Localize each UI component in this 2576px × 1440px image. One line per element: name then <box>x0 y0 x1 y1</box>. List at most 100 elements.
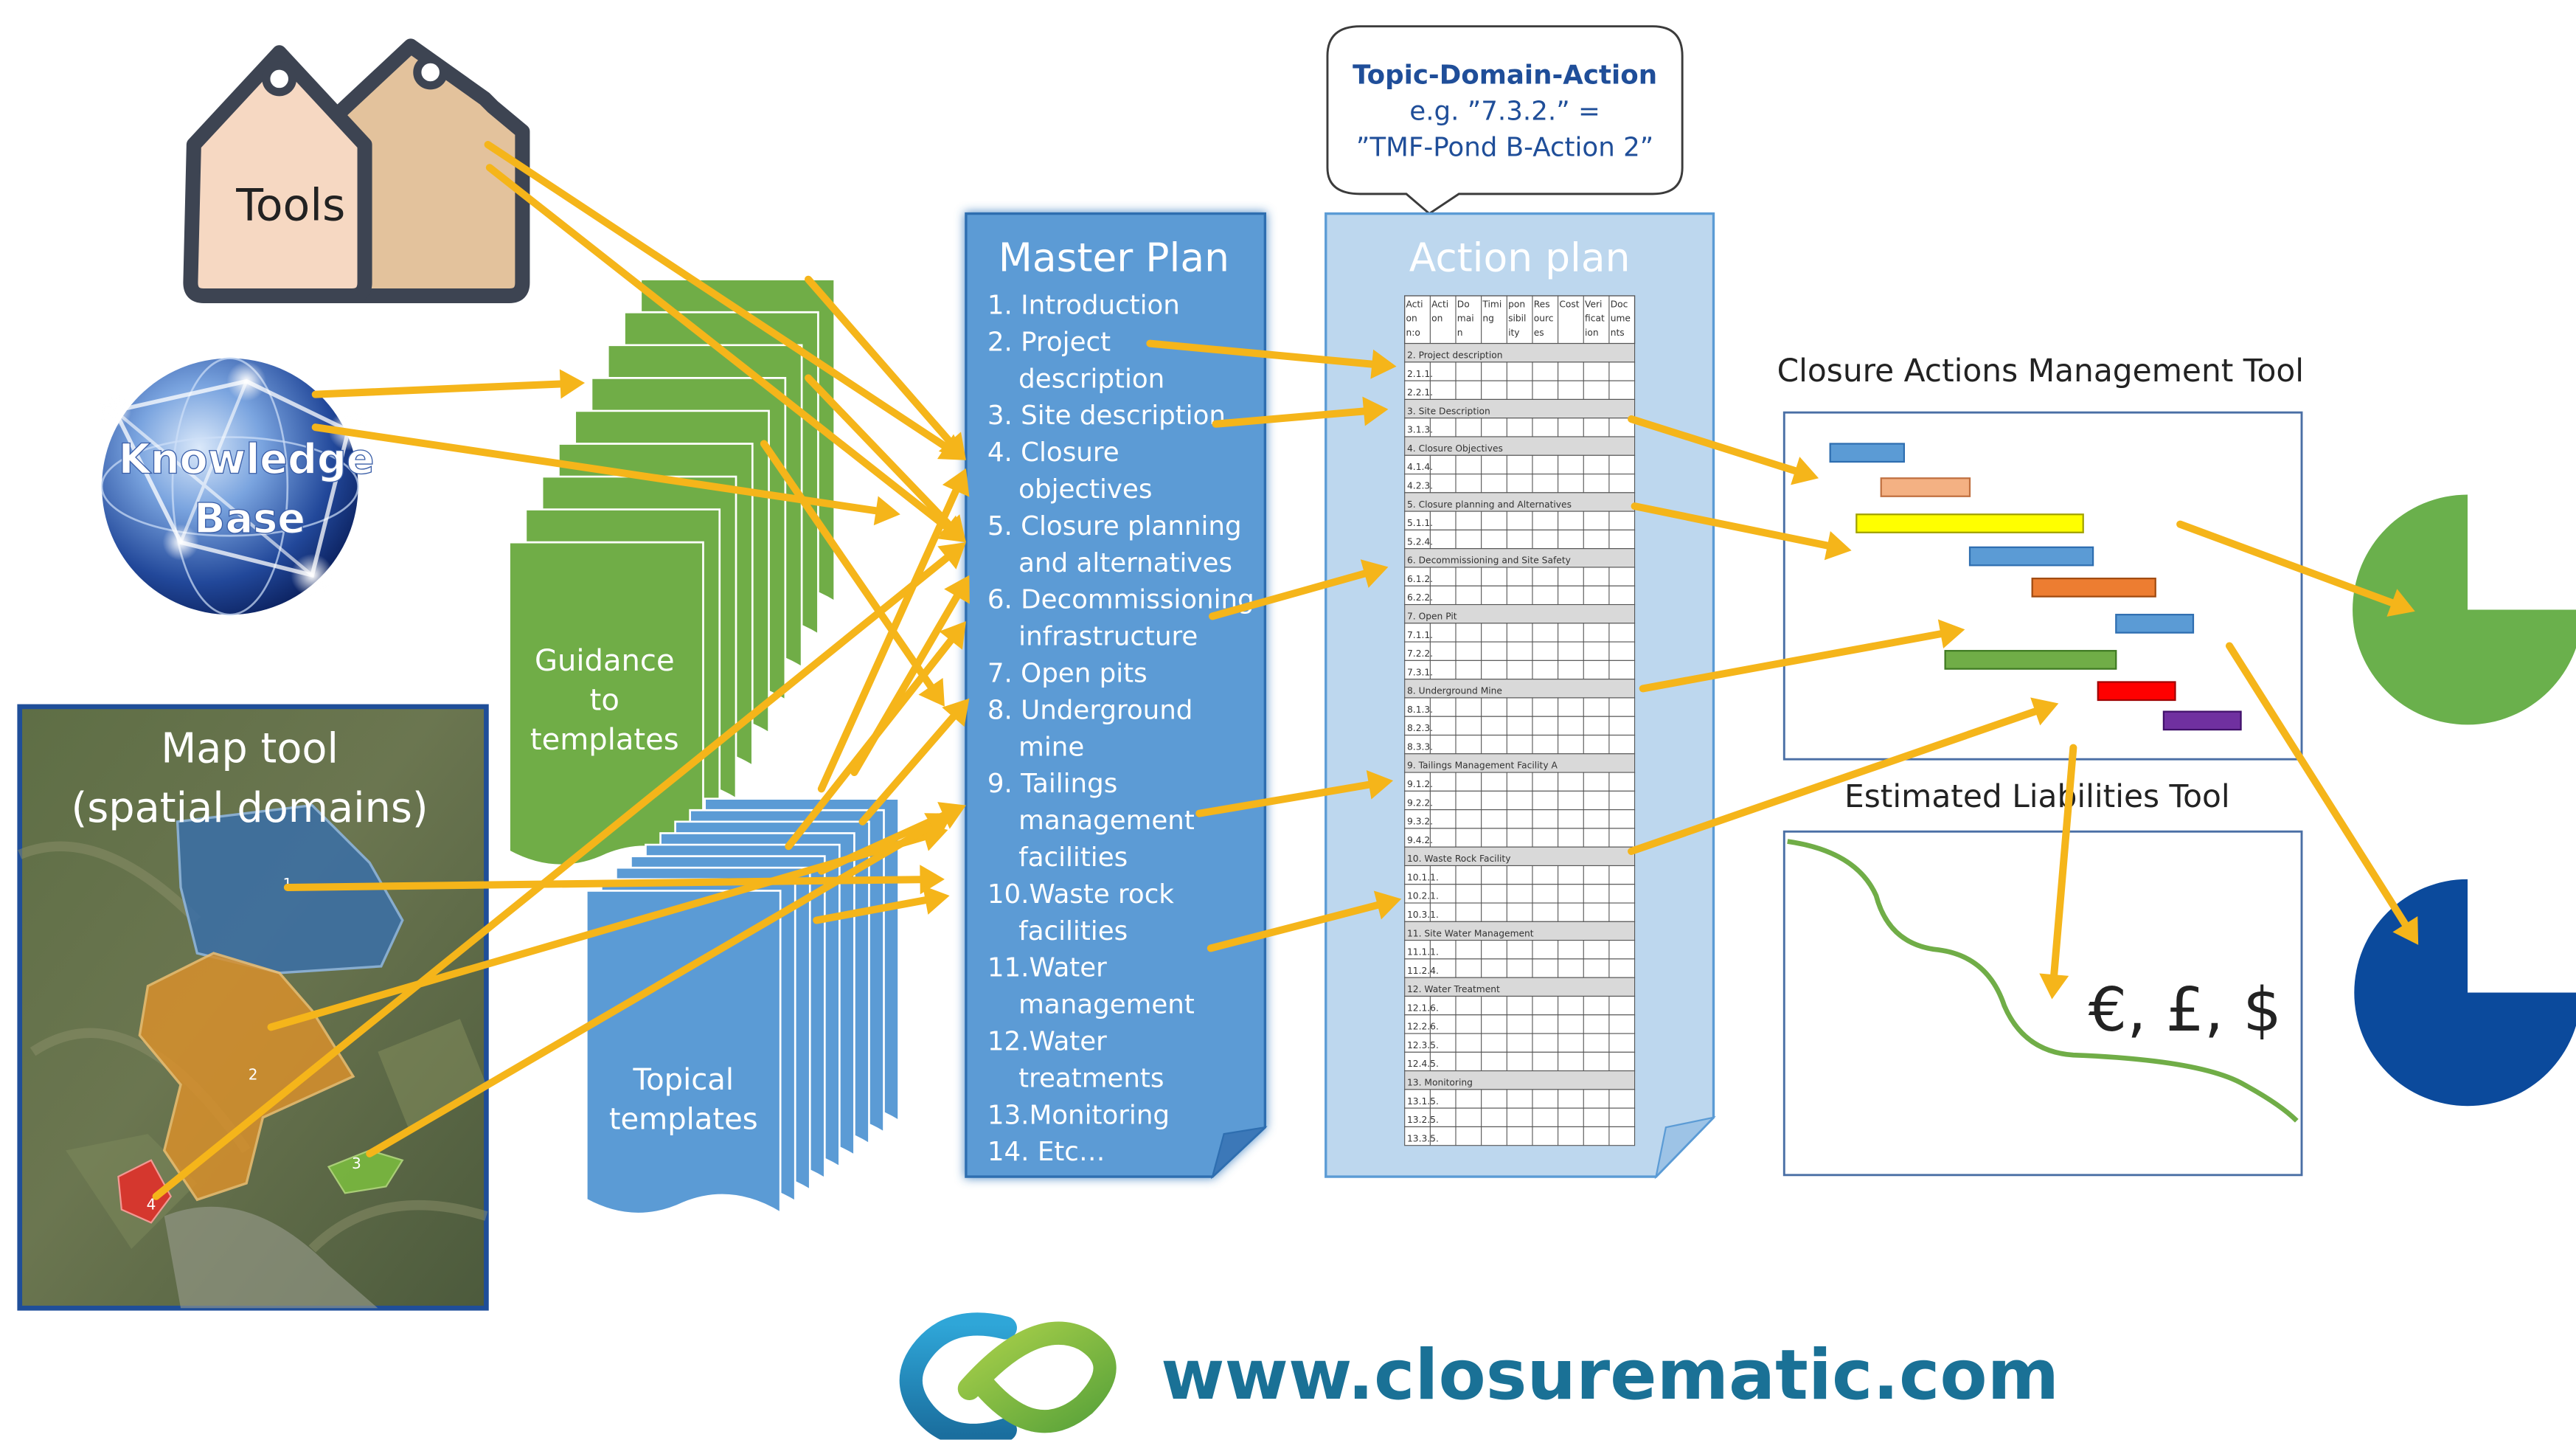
action-table-section-row <box>1404 398 1636 419</box>
flow-arrow <box>1628 697 2059 855</box>
flow-arrow <box>1207 890 1402 952</box>
action-table-header-cell: on <box>1431 314 1443 324</box>
map-domain-4 <box>117 1159 173 1224</box>
action-table-row <box>1404 361 1636 381</box>
action-table-row <box>1404 529 1636 550</box>
action-table-cell: 7.2.2. <box>1407 648 1433 659</box>
website-url[interactable]: www.closurematic.com <box>1161 1335 2059 1416</box>
guidance-label-line3: templates <box>530 723 679 757</box>
action-table-header-cell: Acti <box>1431 300 1448 310</box>
flow-arrow <box>1195 769 1394 817</box>
master-plan-item: objectives <box>1018 474 1152 505</box>
action-table-row <box>1404 734 1636 755</box>
guidance-templates-stack: Guidance to templates <box>508 278 836 867</box>
action-table-row <box>1404 1014 1636 1034</box>
action-table-row <box>1404 865 1636 885</box>
flow-arrow <box>785 621 966 851</box>
master-plan-item: 3. Site description <box>987 401 1226 431</box>
flow-arrow <box>2225 642 2419 945</box>
action-table-cell: 10.1.1. <box>1407 872 1439 882</box>
map-domain-3 <box>327 1149 404 1194</box>
action-table-header-cell: nts <box>1611 328 1625 338</box>
action-table-cell: 12.4.5. <box>1407 1059 1439 1069</box>
action-table-row <box>1404 567 1636 586</box>
map-domain-2 <box>138 952 355 1202</box>
action-table-header-cell: on <box>1406 314 1417 324</box>
action-table-header-cell: Do <box>1457 300 1470 310</box>
action-table-cell: 4.1.4. <box>1407 462 1433 472</box>
map-tool-panel: 1 2 3 4 Map tool (spatial domains) <box>17 704 489 1311</box>
action-table-section-row <box>1404 1070 1636 1090</box>
action-table-row <box>1404 585 1636 606</box>
topical-label-line1: Topical <box>632 1063 734 1097</box>
action-table-header-cell: Acti <box>1406 300 1423 310</box>
knowledge-base-label-line2: Base <box>194 495 305 543</box>
action-table-header-cell: n:o <box>1406 328 1420 338</box>
master-plan-item: management <box>1018 806 1195 836</box>
action-table-header-cell: ion <box>1585 328 1599 338</box>
flow-arrow <box>858 698 970 825</box>
action-table-cell: 5.1.1. <box>1407 518 1433 528</box>
flow-arrow <box>813 885 950 924</box>
master-plan-item: 5. Closure planning <box>987 511 1242 541</box>
map-tool-title-line1: Map tool <box>161 725 339 773</box>
action-table-row <box>1404 1089 1636 1109</box>
master-plan-item: 13.Monitoring <box>987 1100 1170 1130</box>
action-table-header-cell: Res <box>1534 300 1550 310</box>
action-table-row <box>1404 660 1636 680</box>
action-table-cell: 5.2.4. <box>1407 536 1433 547</box>
action-plan-title: Action plan <box>1409 235 1631 281</box>
action-table-section-row <box>1404 343 1636 363</box>
flow-arrow <box>152 542 966 1200</box>
action-table-header-cell: es <box>1534 328 1544 338</box>
flow-arrow <box>805 275 966 460</box>
knowledge-base-label-line1: Knowledge <box>119 436 375 484</box>
action-table-row <box>1404 772 1636 792</box>
liabilities-tool: Estimated Liabilities Tool €, £, $ <box>1782 778 2303 1177</box>
action-table-row <box>1404 641 1636 661</box>
action-table-cell: 4. Closure Objectives <box>1407 443 1503 454</box>
flow-arrow <box>805 374 966 543</box>
pie-chart-blue <box>2354 879 2576 1107</box>
action-table-section-row <box>1404 548 1636 568</box>
gantt-chart <box>1829 443 2242 731</box>
master-plan-item: description <box>1018 364 1164 394</box>
gantt-bar <box>1968 546 2094 567</box>
gantt-bar <box>2031 578 2156 598</box>
master-plan-item: treatments <box>1018 1063 1164 1093</box>
action-table-cell: 13. Monitoring <box>1407 1078 1473 1088</box>
action-table-section-row <box>1404 846 1636 867</box>
action-table-cell: 9.3.2. <box>1407 817 1433 827</box>
action-table-header-cell: ng <box>1482 314 1494 324</box>
liability-curve <box>1787 839 2299 1123</box>
master-plan-item: 6. Decommissioning <box>987 585 1254 615</box>
action-table-cell: 9.4.2. <box>1407 835 1433 845</box>
map-domain-4-label: 4 <box>147 1196 156 1214</box>
flow-arrow <box>760 440 945 707</box>
action-table-cell: 12.2.6. <box>1407 1022 1439 1032</box>
action-table-row <box>1404 995 1636 1016</box>
map-tool-title-line2: (spatial domains) <box>72 784 428 832</box>
action-table-header-cell: ourc <box>1534 314 1554 324</box>
action-table-cell: 7. Open Pit <box>1407 611 1457 621</box>
callout-line2: e.g. ”7.3.2.” = <box>1409 97 1600 127</box>
action-table-cell: 6.1.2. <box>1407 574 1433 584</box>
gantt-bar <box>1855 513 2084 533</box>
action-table-row <box>1404 380 1636 400</box>
action-table-cell: 4.2.3. <box>1407 480 1433 491</box>
flow-arrows <box>152 141 2419 1200</box>
flow-arrow <box>1628 415 1819 485</box>
action-table-row <box>1404 1051 1636 1072</box>
master-plan-item: 9. Tailings <box>987 769 1117 799</box>
master-plan-item: 1. Introduction <box>987 290 1180 320</box>
action-table-header-cell: ity <box>1508 328 1519 338</box>
guidance-label-line2: to <box>590 683 619 717</box>
gantt-bar <box>2097 681 2176 702</box>
flow-arrow <box>1631 502 1852 561</box>
flow-arrow <box>366 813 954 1157</box>
action-table-cell: 9.2.2. <box>1407 797 1433 808</box>
action-table-cell: 11. Site Water Management <box>1407 928 1534 938</box>
master-plan-item: mine <box>1018 732 1084 762</box>
action-table-row <box>1404 510 1636 530</box>
